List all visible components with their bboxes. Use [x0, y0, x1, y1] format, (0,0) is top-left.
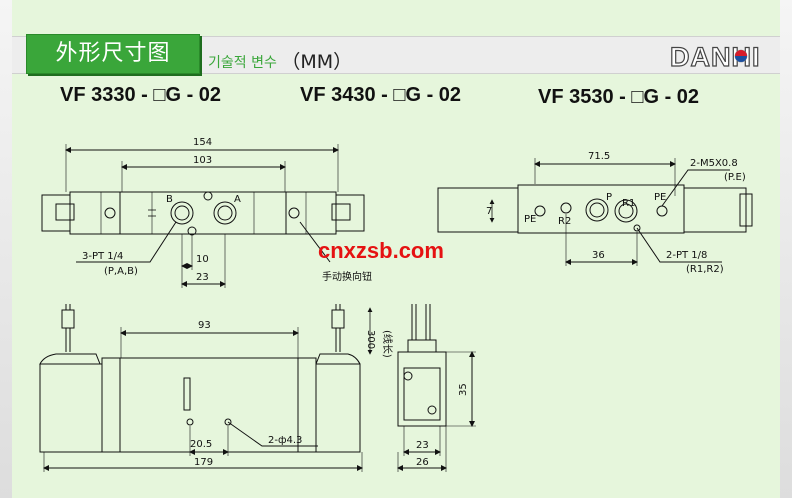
dim-20-5: 20.5	[190, 439, 212, 450]
manual-switch-note: 手动换向钮	[322, 270, 372, 283]
side-bottom-note: 2-PT 1/8	[666, 250, 707, 261]
right-edge-strip	[780, 0, 792, 498]
model-vf3430: VF 3430 - □G - 02	[300, 84, 462, 106]
subtitle-text: 기술적 변수	[208, 55, 277, 71]
port-b-label: B	[166, 194, 173, 205]
section-title: 外形尺寸图	[55, 41, 171, 66]
dim-71-5: 71.5	[588, 151, 610, 162]
port-pe-left: PE	[524, 214, 536, 225]
dim-10: 10	[196, 254, 209, 265]
lead-length-note: (线长)	[381, 330, 394, 358]
dim-26: 26	[416, 457, 429, 468]
model-vf3330: VF 3330 - □G - 02	[60, 84, 222, 106]
danhi-logo: DANHI	[669, 42, 761, 70]
unit-label: （MM）	[281, 51, 353, 73]
front-view	[41, 144, 365, 288]
port-r2: R2	[558, 216, 571, 227]
section-title-box: 外形尺寸图	[26, 34, 200, 74]
hole-note: 2-ф4.3	[268, 435, 302, 446]
brand-name: DANHI	[670, 42, 761, 70]
dim-23-front: 23	[196, 272, 209, 283]
dim-36: 36	[592, 250, 605, 261]
dim-35: 35	[458, 383, 469, 396]
port-a-label: A	[234, 194, 241, 205]
korea-flag-icon	[734, 49, 748, 63]
bottom-view	[39, 304, 373, 472]
side-bottom-note-sub: (R1,R2)	[686, 264, 724, 275]
dim-23-end: 23	[416, 440, 429, 451]
port-pe-right: PE	[654, 192, 666, 203]
port-p: P	[606, 192, 612, 203]
side-top-note-sub: (P.E)	[724, 172, 746, 183]
dim-103: 103	[193, 155, 212, 166]
dim-93: 93	[198, 320, 211, 331]
side-top-note: 2-M5X0.8	[690, 158, 738, 169]
model-vf3530: VF 3530 - □G - 02	[538, 86, 700, 108]
dim-154: 154	[193, 137, 212, 148]
dim-7: 7	[486, 206, 492, 217]
port-note: 3-PT 1/4	[82, 251, 123, 262]
lead-length: 300	[365, 330, 376, 349]
left-edge-strip	[0, 0, 12, 498]
watermark: cnxzsb.com	[318, 238, 444, 263]
dim-179: 179	[194, 457, 213, 468]
section-subtitle: 기술적 변수 （MM）	[208, 46, 352, 73]
end-view	[397, 304, 476, 472]
port-r1: R1	[622, 198, 635, 209]
side-view	[437, 158, 753, 266]
port-note-sub: (P,A,B)	[104, 266, 138, 277]
